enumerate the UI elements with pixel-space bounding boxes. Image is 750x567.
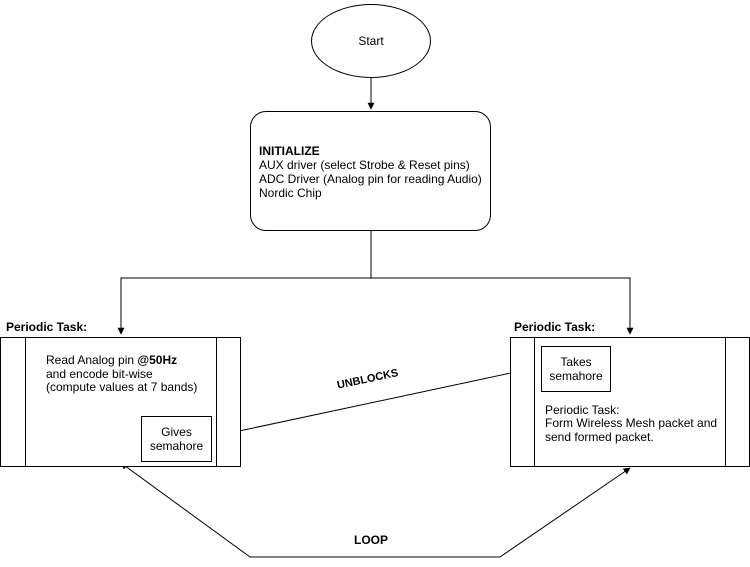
loop-label: LOOP: [354, 533, 389, 547]
right-task-right-bar: [725, 338, 726, 466]
right-task-title: Periodic Task:: [514, 320, 596, 334]
right-task-line-1: Periodic Task:: [545, 403, 620, 417]
right-task-line-3: send formed packet.: [545, 430, 654, 444]
edge-to-right-task: [371, 277, 634, 335]
initialize-title: INITIALIZE: [259, 144, 320, 158]
left-task-line-1: Read Analog pin @50Hz: [46, 354, 177, 367]
takes-semaphore-box: Takes semahore: [541, 346, 611, 392]
left-task-title: Periodic Task:: [6, 320, 88, 334]
left-task-line-2: and encode bit-wise: [46, 367, 153, 381]
edge-loop: [120, 462, 631, 558]
initialize-line-nordic: Nordic Chip: [259, 186, 322, 200]
initialize-line-aux: AUX driver (select Strobe & Reset pins): [259, 158, 470, 172]
left-task-rate: @50Hz: [137, 353, 178, 367]
left-task-left-bar: [25, 338, 26, 466]
right-task-line-2: Form Wireless Mesh packet and: [545, 416, 718, 430]
gives-semaphore-box: Gives semahore: [141, 416, 212, 462]
initialize-line-adc: ADC Driver (Analog pin for reading Audio…: [259, 172, 482, 186]
start-label: Start: [358, 34, 384, 48]
left-task-right-bar: [216, 338, 217, 466]
gives-semaphore-line-2: semahore: [149, 439, 204, 453]
takes-semaphore-line-1: Takes: [560, 355, 592, 369]
edge-to-left-task: [117, 277, 371, 335]
left-task-node: Read Analog pin @50Hz and encode bit-wis…: [0, 337, 241, 467]
left-task-line-3: (compute values at 7 bands): [46, 380, 198, 394]
start-node: Start: [311, 4, 431, 78]
right-task-left-bar: [534, 338, 535, 466]
left-task-line-1-text: Read Analog pin: [46, 353, 138, 367]
takes-semaphore-line-2: semahore: [549, 369, 603, 383]
right-task-node: Takes semahore Periodic Task: Form Wirel…: [510, 337, 750, 467]
initialize-node: INITIALIZE AUX driver (select Strobe & R…: [250, 111, 491, 231]
gives-semaphore-line-1: Gives: [161, 425, 192, 439]
edge-unblocks: [210, 364, 540, 438]
